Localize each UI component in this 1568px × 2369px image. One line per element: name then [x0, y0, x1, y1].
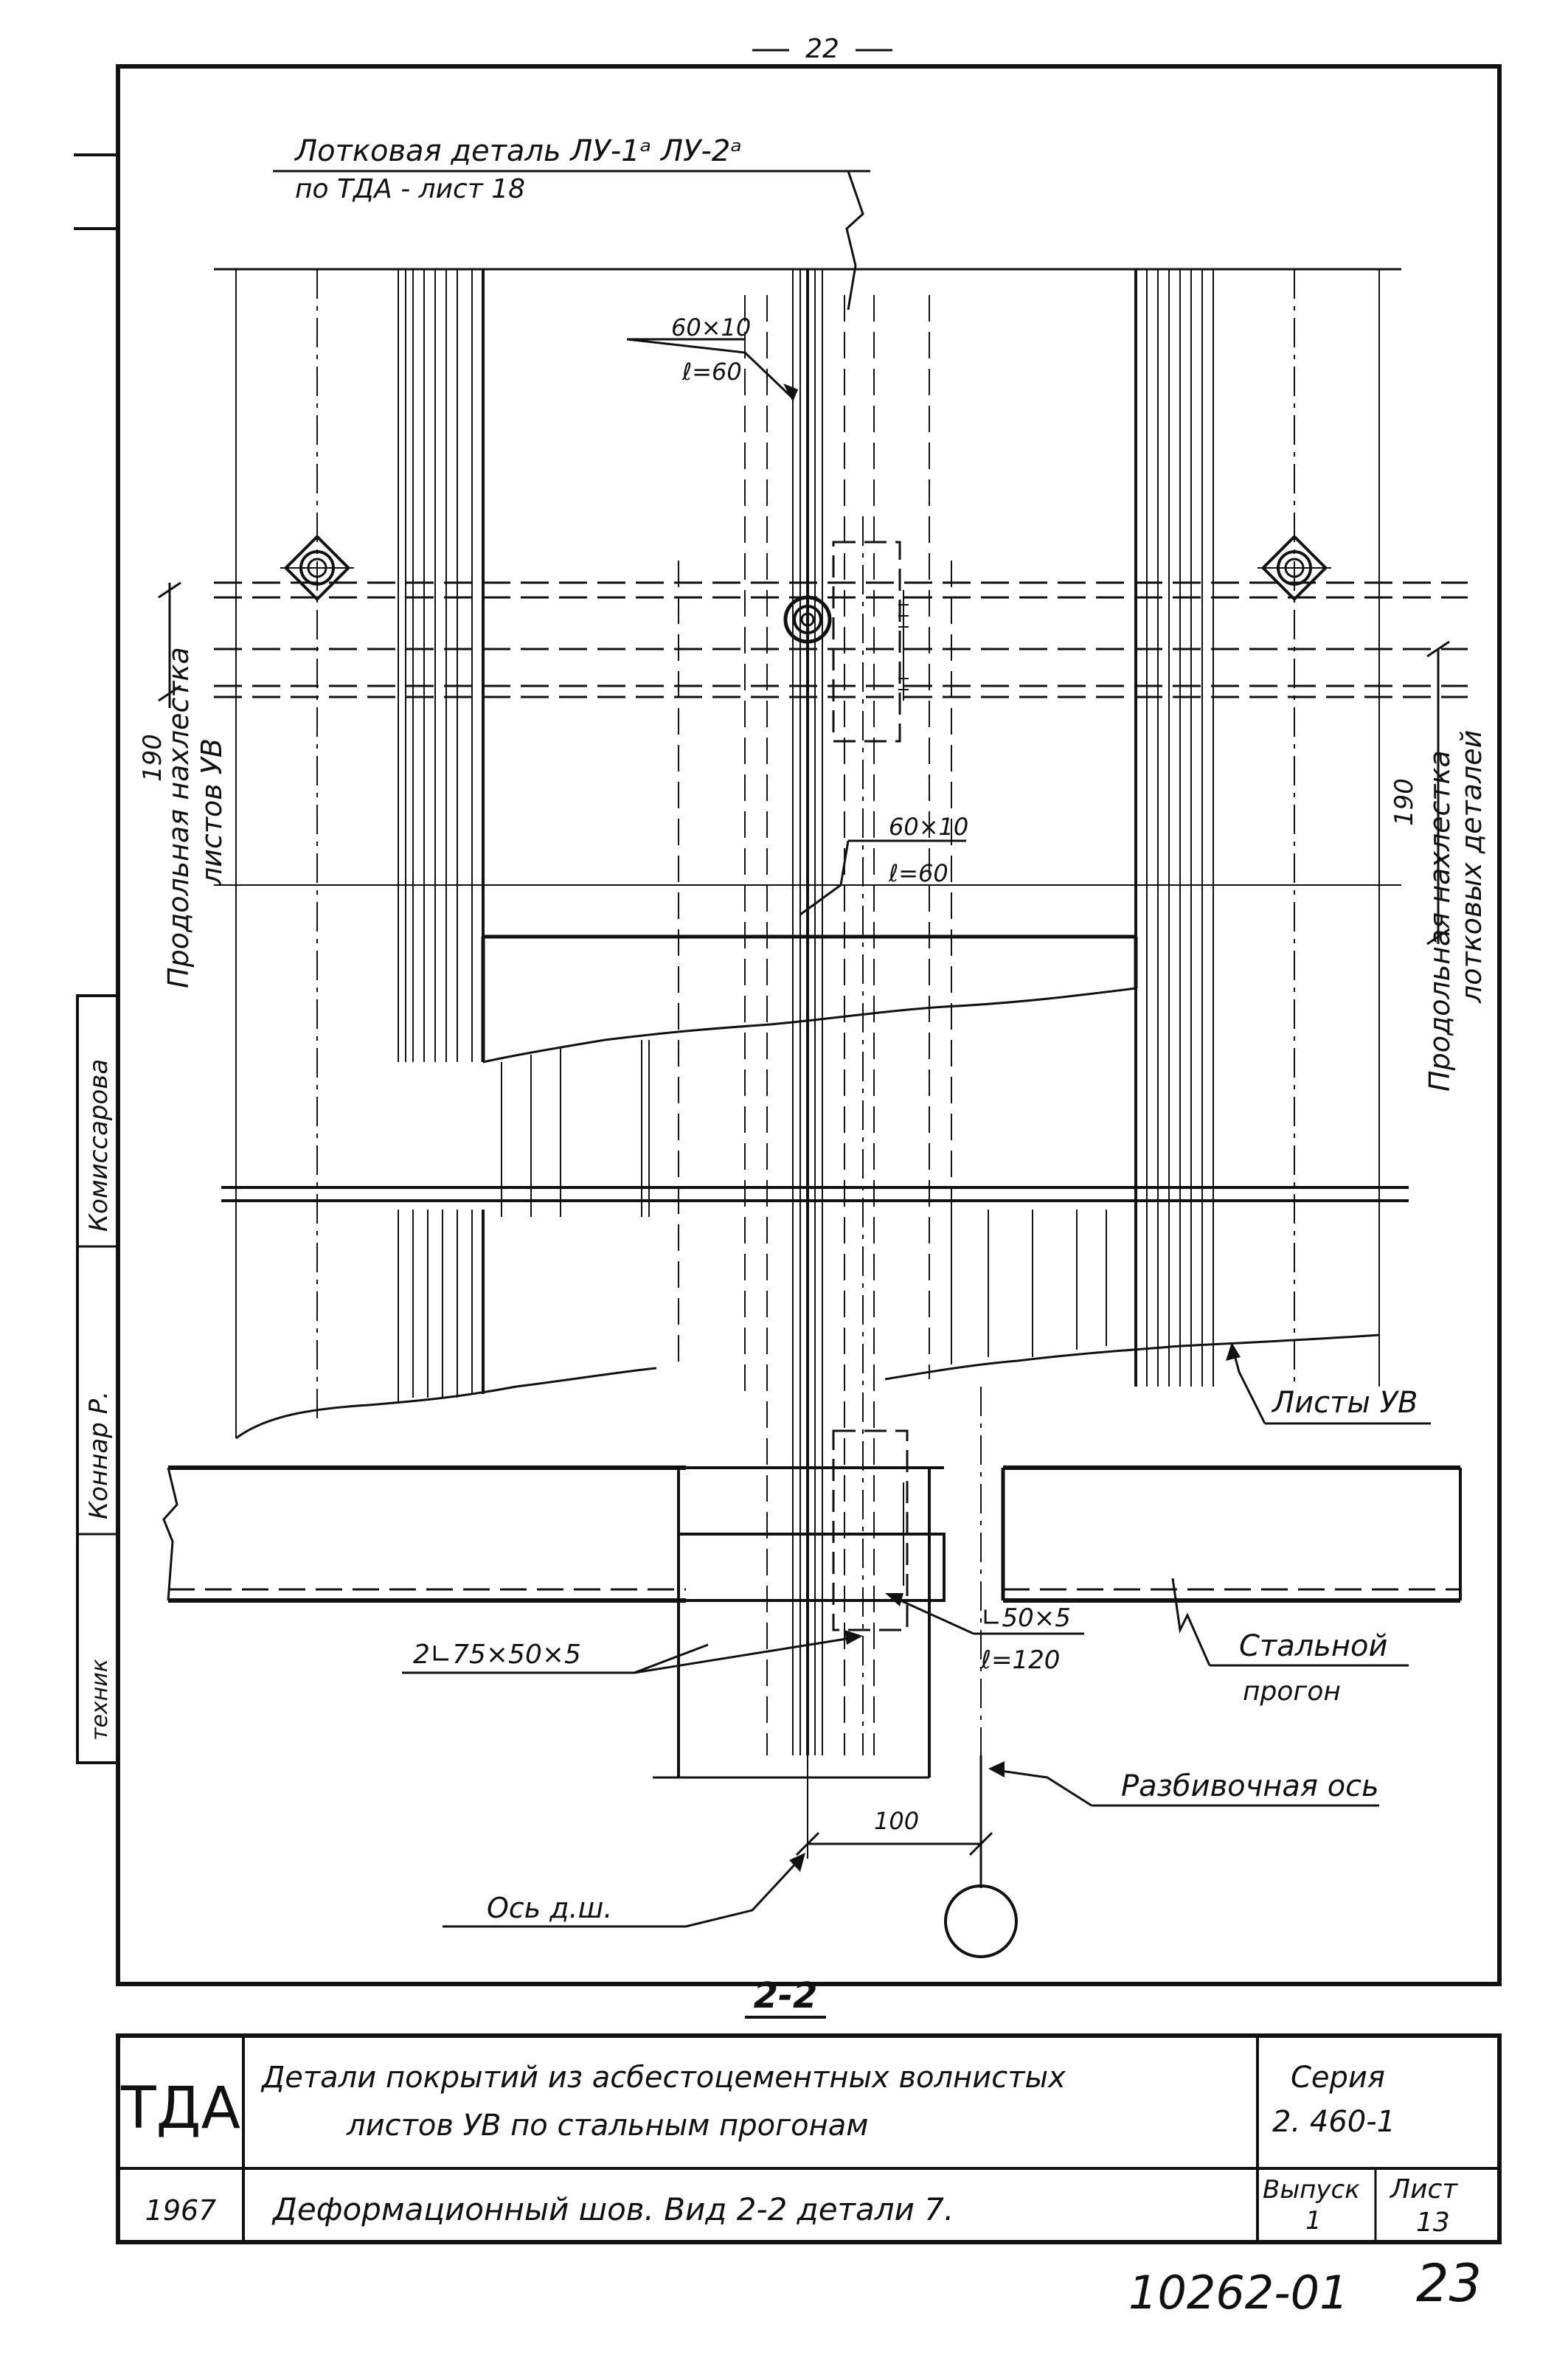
tray-part-line1: Лотковая деталь ЛУ-1ᵃ ЛУ-2ᵃ [294, 134, 742, 168]
axis-bubble [944, 1755, 1018, 1958]
callout-angle-single: ∟50×5 ℓ=120 [885, 1593, 1084, 1675]
right-uv-sheet-lines [951, 269, 1380, 1387]
dimension-100: 100 [795, 1755, 993, 1859]
left-dim-line2: листов УВ [195, 738, 228, 886]
callout-sheets-uv: Листы УВ [1226, 1342, 1431, 1425]
sheet-label: Лист [1389, 2174, 1458, 2205]
right-dimension: 190 Продольная нахлестка лотковых детале… [1390, 640, 1488, 1092]
stamp-role-1: техник [87, 1659, 113, 1741]
steel-purlin-line1: Стальной [1239, 1629, 1388, 1663]
left-uv-sheet-lines [235, 269, 650, 1438]
plate-mid-size: 60×10 [889, 813, 968, 841]
callout-steel-purlin: Стальной прогон [1171, 1578, 1409, 1707]
callout-plate-top: 60×10 ℓ=60 [626, 313, 798, 402]
right-dim-line2: лотковых деталей [1455, 730, 1488, 1004]
left-dim-value: 190 [138, 734, 167, 782]
lower-purlins [168, 1429, 1462, 1779]
footer-number: 10262-01 [1128, 2266, 1349, 2320]
stamp-name-2: Комиссарова [84, 1059, 114, 1232]
left-dim-line1: Продольная нахлестка [162, 647, 195, 988]
footer-page: 23 [1416, 2253, 1482, 2314]
upper-purlin-dashed [214, 581, 1468, 698]
callout-layout-axis: Разбивочная ось [988, 1761, 1379, 1807]
page-number: 22 [805, 34, 839, 64]
issue-value: 1 [1305, 2206, 1322, 2236]
title-block [116, 2033, 1502, 2244]
plate-mid-length: ℓ=60 [888, 859, 948, 887]
section-label-group: 2-2 [745, 1975, 826, 2019]
bolt-left [280, 534, 354, 602]
title-line1: Детали покрытий из асбестоцементных волн… [260, 2061, 1066, 2095]
title-subtitle: Деформационный шов. Вид 2-2 детали 7. [271, 2191, 954, 2227]
angle-pair-label: 2∟75×50×5 [413, 1640, 581, 1670]
bolt-right [1257, 534, 1331, 602]
callout-angle-pair: 2∟75×50×5 [402, 1630, 863, 1674]
steel-purlin-line2: прогон [1243, 1676, 1341, 1707]
right-dim-value: 190 [1390, 778, 1419, 826]
joint-lines [678, 269, 982, 1755]
section-label: 2-2 [754, 1975, 818, 2016]
plate-top-size: 60×10 [671, 313, 751, 341]
series-value: 2. 460-1 [1272, 2105, 1395, 2139]
sheets-uv-label: Листы УВ [1271, 1386, 1418, 1420]
drawing-body [162, 268, 1468, 1779]
margin-stamp: Комиссарова Коннар Р. техник [76, 994, 119, 1764]
left-dimension: 190 Продольная нахлестка листов УВ [138, 581, 228, 988]
bolt-center [783, 595, 832, 644]
series-label: Серия [1291, 2061, 1385, 2095]
callout-joint-axis: Ось д.ш. [443, 1853, 805, 1928]
title-year: 1967 [145, 2194, 217, 2227]
page-number-group: 22 [752, 34, 892, 64]
angle-single-size: ∟50×5 [981, 1603, 1071, 1633]
stamp-name-1: Коннар Р. [84, 1391, 114, 1519]
plate-top-length: ℓ=60 [681, 358, 742, 386]
issue-label: Выпуск [1263, 2175, 1360, 2205]
callout-plate-mid: 60×10 ℓ=60 [799, 813, 968, 916]
angle-single-length: ℓ=120 [980, 1645, 1060, 1675]
sheet-value: 13 [1416, 2207, 1450, 2238]
title-org: ТДА [120, 2075, 240, 2142]
callout-tray-part: Лотковая деталь ЛУ-1ᵃ ЛУ-2ᵃ по ТДА - лис… [273, 134, 870, 311]
title-line2: листов УВ по стальным прогонам [346, 2109, 868, 2143]
joint-axis-label: Ось д.ш. [487, 1892, 612, 1924]
dimension-100-value: 100 [874, 1807, 919, 1835]
layout-axis-label: Разбивочная ось [1121, 1769, 1379, 1803]
tray-part-line2: по ТДА - лист 18 [295, 174, 525, 204]
right-dim-line1: Продольная нахлестка [1423, 750, 1456, 1092]
